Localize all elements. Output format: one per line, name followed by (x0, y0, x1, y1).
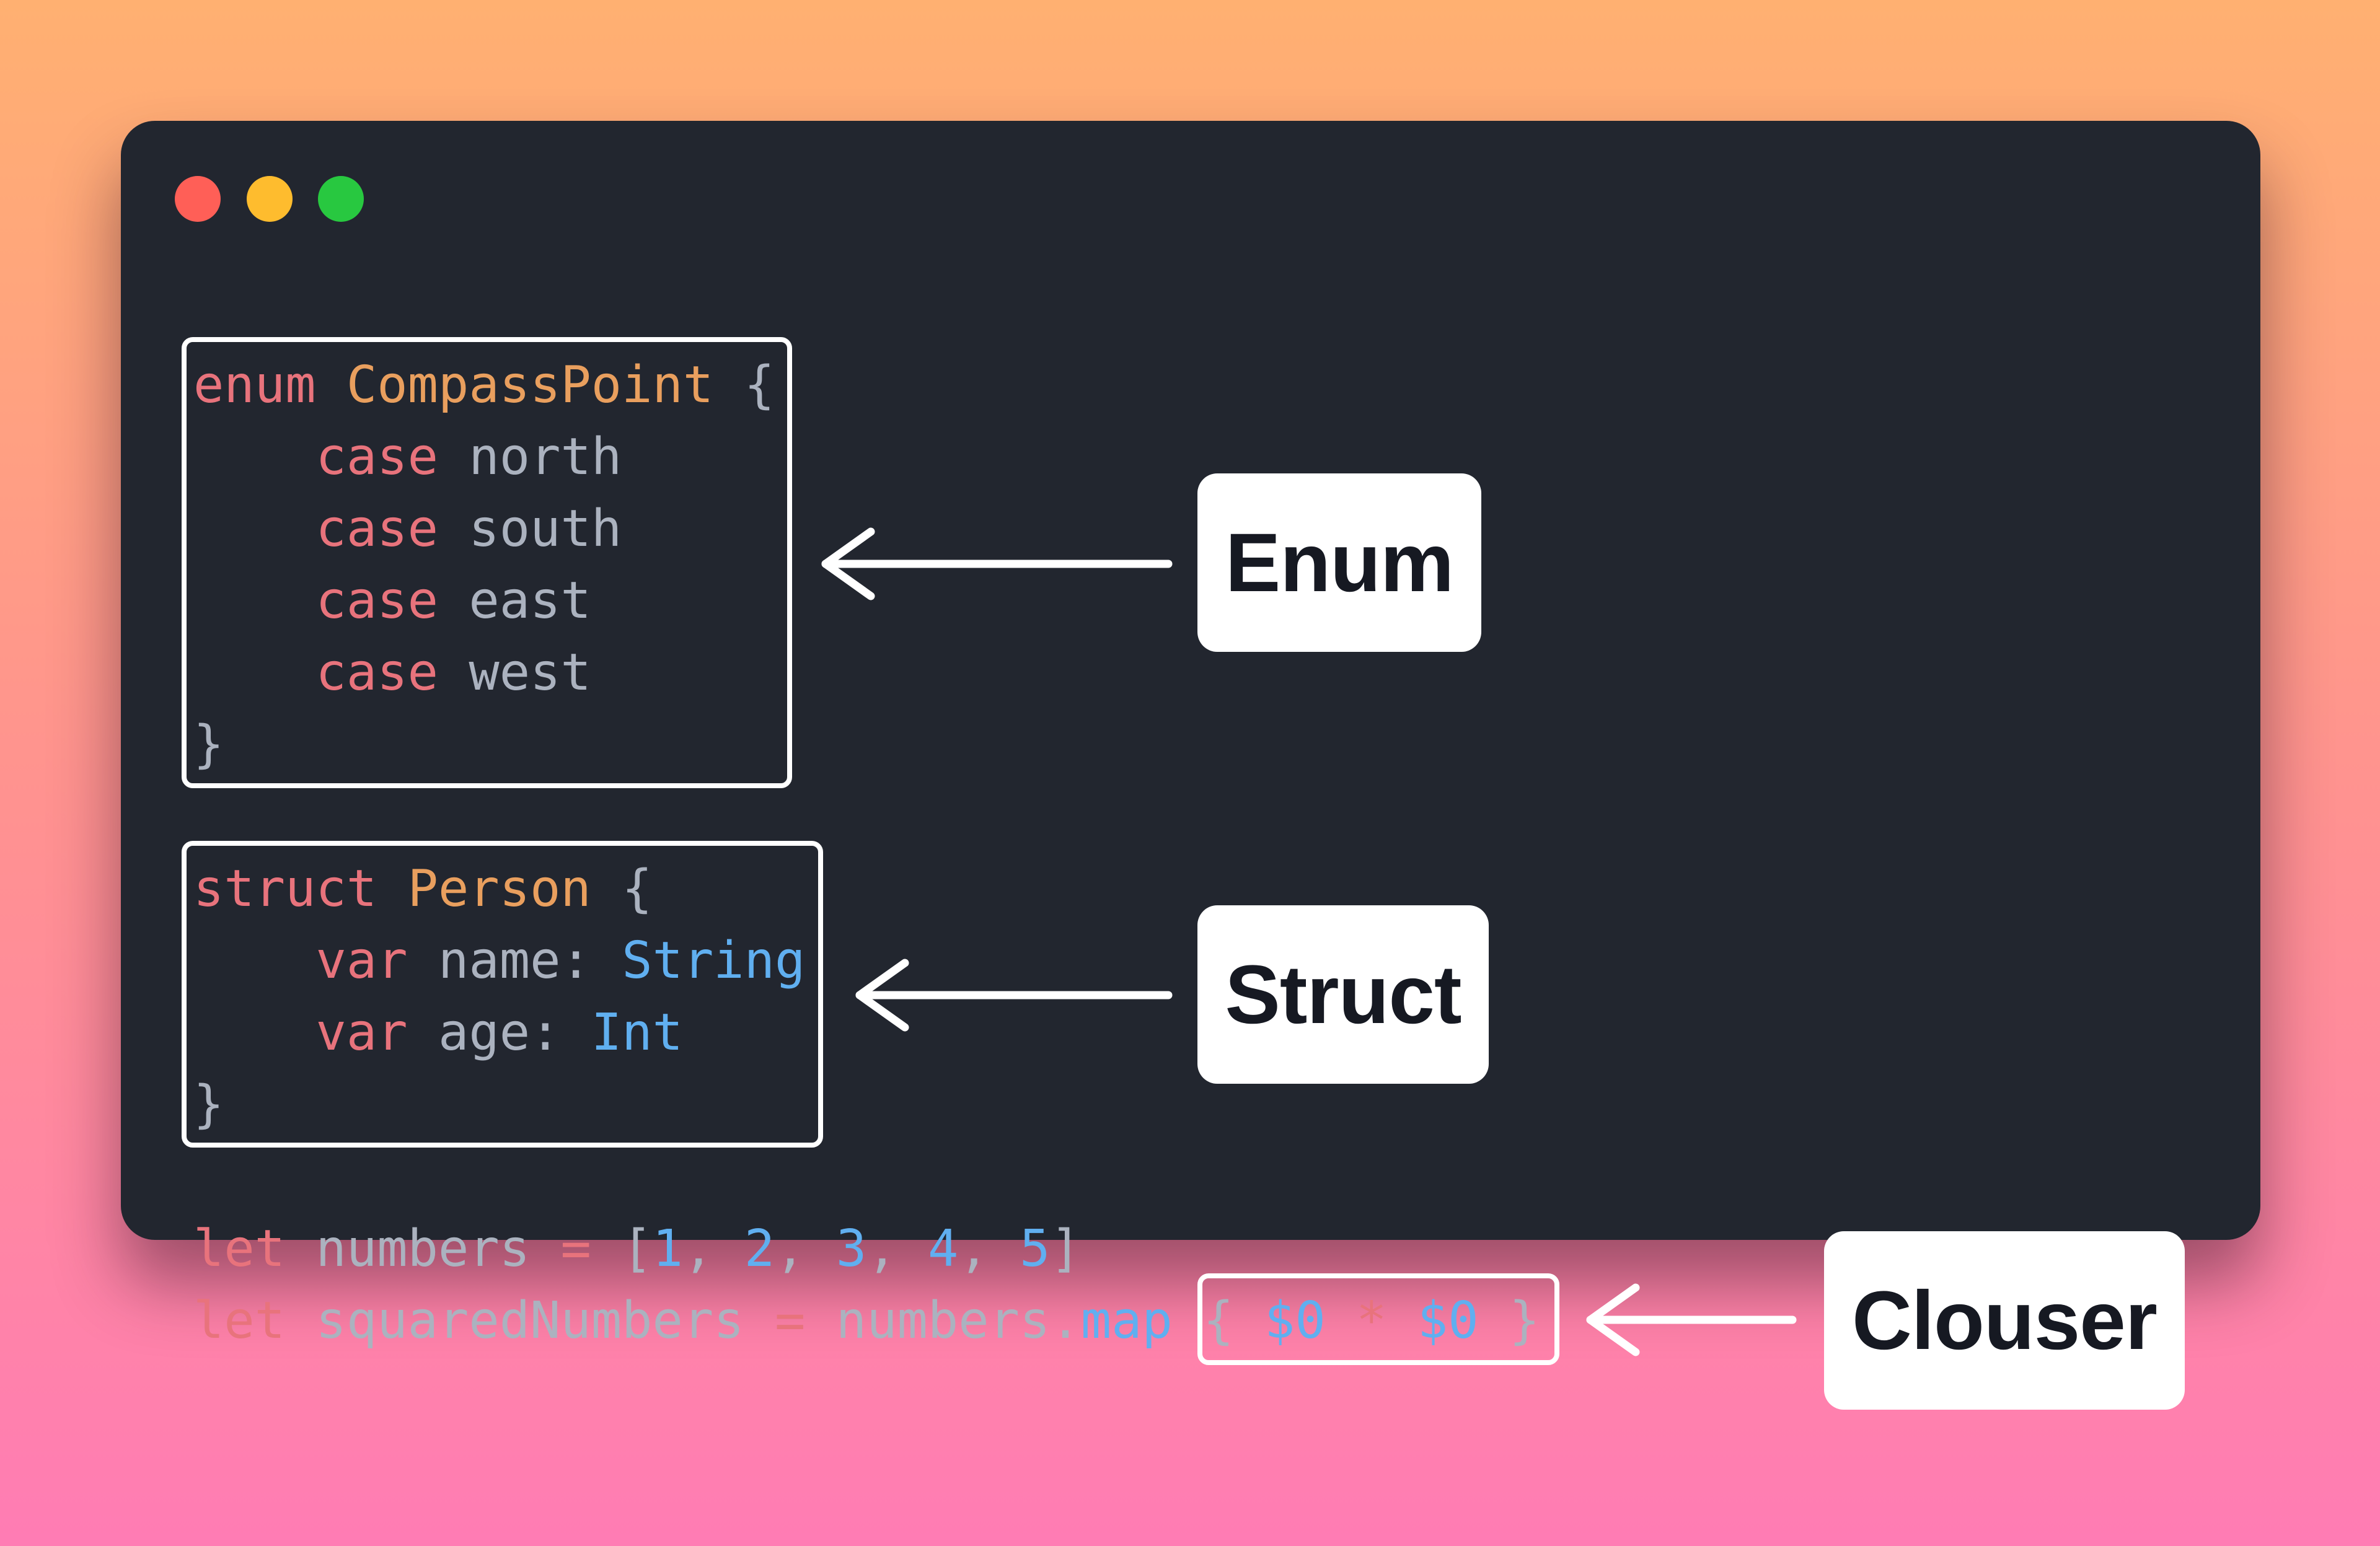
code-number: 5 (1020, 1219, 1051, 1278)
code-identifier: age (438, 1003, 531, 1062)
window-zoom-button[interactable] (318, 176, 364, 222)
code-brace: } (193, 715, 224, 774)
code-builtin-type: String (622, 931, 806, 990)
code-keyword: let (193, 1291, 286, 1350)
code-number: 1 (652, 1219, 683, 1278)
code-brace: } (193, 1075, 224, 1134)
closure-label: Clouser (1824, 1231, 2185, 1410)
code-keyword: var (315, 1003, 408, 1062)
code-brace: { (744, 356, 775, 415)
code-identifier: west (469, 643, 591, 702)
enum-highlight-box (182, 337, 792, 788)
code-closure-arg: $0 (1264, 1291, 1326, 1350)
enum-label: Enum (1197, 473, 1481, 652)
code-closure-arg: $0 (1417, 1291, 1479, 1350)
code-identifier: numbers (835, 1291, 1051, 1350)
struct-label: Struct (1197, 905, 1489, 1084)
let-code-lines: let numbers = [1, 2, 3, 4, 5] let square… (193, 1213, 1540, 1357)
code-keyword: struct (193, 859, 377, 918)
code-comma: , (958, 1219, 989, 1278)
window-minimize-button[interactable] (247, 176, 293, 222)
closure-arrow-icon (1586, 1283, 1797, 1356)
code-identifier: east (469, 571, 591, 630)
closure-highlight-box (1197, 1273, 1559, 1365)
code-identifier: north (469, 428, 622, 486)
code-keyword: case (315, 643, 438, 702)
enum-code-block: enum CompassPoint { case north case sout… (193, 349, 775, 781)
code-type-name: CompassPoint (346, 356, 714, 415)
code-identifier: south (469, 499, 622, 558)
enum-arrow-icon (821, 527, 1173, 600)
code-dot: . (1050, 1291, 1081, 1350)
code-builtin-type: Int (591, 1003, 683, 1062)
code-comma: , (682, 1219, 714, 1278)
code-keyword: case (315, 499, 438, 558)
code-number: 3 (835, 1219, 867, 1278)
code-window (121, 121, 2260, 1240)
code-identifier: numbers (315, 1219, 531, 1278)
code-colon: : (560, 931, 591, 990)
code-comma: , (866, 1219, 897, 1278)
code-operator: = (775, 1291, 806, 1350)
code-brace: { (1203, 1291, 1234, 1350)
code-keyword: var (315, 931, 408, 990)
code-colon: : (530, 1003, 561, 1062)
code-brace: { (622, 859, 653, 918)
code-keyword: case (315, 428, 438, 486)
code-bracket: [ (622, 1219, 653, 1278)
code-type-name: Person (407, 859, 591, 918)
code-operator: = (560, 1219, 591, 1278)
code-number: 2 (744, 1219, 775, 1278)
struct-highlight-box (182, 841, 823, 1148)
code-identifier: squaredNumbers (315, 1291, 744, 1350)
window-close-button[interactable] (175, 176, 221, 222)
code-method: map (1080, 1291, 1173, 1350)
code-keyword: enum (193, 356, 316, 415)
code-keyword: case (315, 571, 438, 630)
code-comma: , (775, 1219, 806, 1278)
struct-arrow-icon (855, 959, 1173, 1032)
code-number: 4 (927, 1219, 959, 1278)
struct-code-block: struct Person { var name: String var age… (193, 853, 805, 1141)
code-identifier: name (438, 931, 561, 990)
code-keyword: let (193, 1219, 286, 1278)
code-operator: * (1356, 1291, 1387, 1350)
code-bracket: ] (1050, 1219, 1081, 1278)
code-brace: } (1509, 1291, 1540, 1350)
